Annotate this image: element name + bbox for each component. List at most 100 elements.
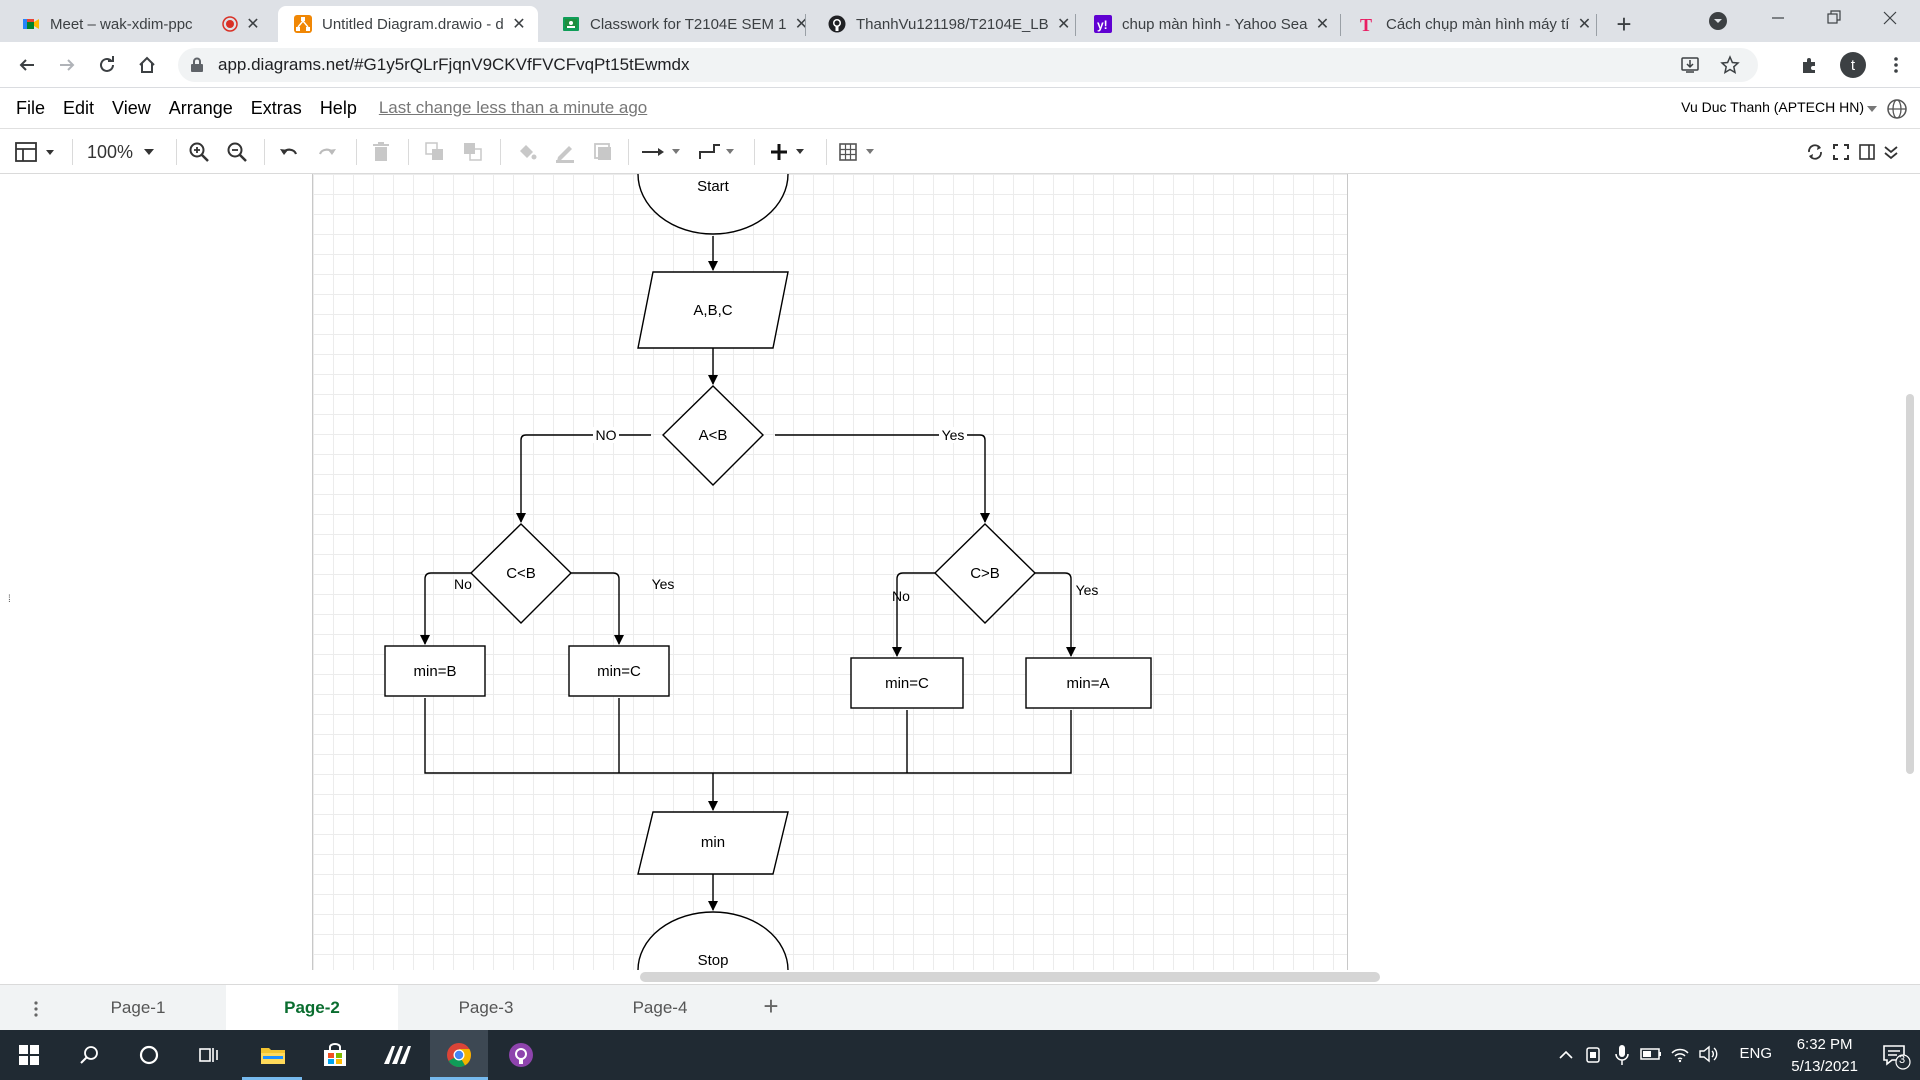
minimize-icon[interactable]: [1768, 8, 1788, 28]
line-color-button[interactable]: [552, 139, 578, 165]
connector[interactable]: [571, 572, 624, 645]
page-tab-2[interactable]: Page-2: [226, 985, 398, 1031]
zoom-dropdown[interactable]: 100%: [84, 139, 160, 165]
back-button[interactable]: [12, 50, 42, 80]
search-button[interactable]: [60, 1030, 118, 1080]
format-panel-toggle[interactable]: [1856, 139, 1878, 165]
waypoints-button[interactable]: [696, 139, 740, 165]
splitter-handle[interactable]: ⁞: [8, 594, 11, 605]
connector[interactable]: [1033, 572, 1076, 657]
tab-github[interactable]: ThanhVu121198/T2104E_LB ✕: [812, 6, 1074, 42]
tab-yahoo[interactable]: y! chup màn hình - Yahoo Sea ✕: [1078, 6, 1338, 42]
taskbar-github-desktop[interactable]: [492, 1030, 550, 1080]
fullscreen-button[interactable]: [1830, 139, 1852, 165]
connector[interactable]: [420, 572, 471, 645]
last-change-link[interactable]: Last change less than a minute ago: [378, 98, 648, 117]
menu-view[interactable]: View: [112, 97, 151, 118]
decision-a-less-b[interactable]: [662, 385, 764, 486]
extensions-puzzle-icon[interactable]: [1800, 55, 1820, 75]
zoom-out-button[interactable]: [224, 139, 250, 165]
collapse-toolbar-button[interactable]: [1880, 139, 1902, 165]
tab-search-icon[interactable]: [1708, 11, 1728, 31]
device-icon[interactable]: [1584, 1045, 1602, 1065]
decision-c-greater-b[interactable]: [934, 523, 1036, 624]
menu-file[interactable]: File: [16, 97, 46, 118]
forward-button[interactable]: [52, 50, 82, 80]
close-tab-icon[interactable]: ✕: [246, 16, 260, 33]
format-panel-button[interactable]: [14, 139, 60, 165]
input-parallelogram[interactable]: [637, 271, 789, 349]
diagram-canvas[interactable]: ⁞: [0, 173, 1920, 984]
taskbar-app-m[interactable]: [368, 1030, 426, 1080]
close-tab-icon[interactable]: ✕: [512, 16, 526, 33]
page-tab-1[interactable]: Page-1: [110, 998, 166, 1017]
stop-terminal[interactable]: [637, 911, 789, 971]
chevron-up-icon[interactable]: [1558, 1047, 1574, 1063]
add-page-button[interactable]: +: [763, 990, 779, 1021]
redo-button[interactable]: [314, 139, 340, 165]
undo-button[interactable]: [276, 139, 302, 165]
connection-style-button[interactable]: [640, 139, 684, 165]
sync-button[interactable]: [1804, 139, 1826, 165]
omnibox[interactable]: app.diagrams.net/#G1y5rQLrFjqnV9CKVfFVCF…: [178, 48, 1758, 82]
tab-google-meet[interactable]: Meet – wak-xdim-ppc ✕: [6, 6, 272, 42]
restore-icon[interactable]: [1824, 8, 1844, 28]
taskbar-chrome[interactable]: [430, 1030, 488, 1080]
menu-edit[interactable]: Edit: [63, 97, 95, 118]
connector[interactable]: [424, 698, 1072, 774]
output-parallelogram[interactable]: [637, 811, 789, 875]
tab-screenshot-guide[interactable]: T Cách chụp màn hình máy tí ✕: [1342, 6, 1600, 42]
to-back-button[interactable]: [460, 139, 486, 165]
diagram-page[interactable]: Start A,B,C A<B NO Yes C<B No Yes C>B No…: [312, 173, 1349, 971]
fill-color-button[interactable]: [514, 139, 540, 165]
taskbar-file-explorer[interactable]: [244, 1030, 302, 1080]
browser-menu-icon[interactable]: [1886, 55, 1906, 75]
horizontal-scrollbar[interactable]: [640, 972, 1380, 982]
battery-icon[interactable]: [1640, 1047, 1662, 1061]
menu-help[interactable]: Help: [319, 97, 357, 118]
page-tab-3[interactable]: Page-3: [458, 998, 514, 1017]
user-account-label[interactable]: Vu Duc Thanh (APTECH HN): [1681, 99, 1864, 115]
process-min-c-left[interactable]: [568, 645, 670, 697]
volume-icon[interactable]: [1698, 1044, 1720, 1064]
flowchart[interactable]: Start A,B,C A<B NO Yes C<B No Yes C>B No…: [313, 173, 1349, 971]
cortana-button[interactable]: [120, 1030, 178, 1080]
close-tab-icon[interactable]: ✕: [794, 16, 809, 33]
input-language[interactable]: ENG: [1739, 1045, 1772, 1062]
to-front-button[interactable]: [422, 139, 448, 165]
close-tab-icon[interactable]: ✕: [1577, 16, 1592, 33]
page-tab-4[interactable]: Page-4: [632, 998, 688, 1017]
insert-button[interactable]: [768, 139, 814, 165]
zoom-in-button[interactable]: [186, 139, 212, 165]
tab-classroom[interactable]: Classwork for T2104E SEM 1 ✕: [546, 6, 808, 42]
menu-arrange[interactable]: Arrange: [168, 97, 233, 118]
task-view-button[interactable]: [180, 1030, 238, 1080]
home-button[interactable]: [132, 50, 162, 80]
menu-extras[interactable]: Extras: [250, 97, 302, 118]
delete-button[interactable]: [368, 139, 394, 165]
connector[interactable]: [516, 434, 651, 523]
process-min-b[interactable]: [384, 645, 486, 697]
start-button[interactable]: [0, 1030, 58, 1080]
table-button[interactable]: [838, 139, 884, 165]
microphone-icon[interactable]: [1614, 1043, 1630, 1067]
window-close-icon[interactable]: [1880, 8, 1900, 28]
close-tab-icon[interactable]: ✕: [1315, 16, 1330, 33]
connector[interactable]: [892, 572, 937, 657]
install-app-icon[interactable]: [1680, 55, 1700, 75]
profile-avatar[interactable]: t: [1840, 52, 1866, 78]
process-min-a[interactable]: [1025, 657, 1152, 709]
taskbar-store[interactable]: [306, 1030, 364, 1080]
pages-menu-icon[interactable]: [26, 999, 46, 1019]
new-tab-button[interactable]: +: [1616, 8, 1632, 39]
notifications-button[interactable]: 3: [1880, 1040, 1911, 1070]
language-globe-icon[interactable]: [1886, 98, 1908, 120]
system-clock[interactable]: 6:32 PM 5/13/2021: [1791, 1034, 1858, 1078]
wifi-icon[interactable]: [1670, 1044, 1690, 1064]
reload-button[interactable]: [92, 50, 122, 80]
vertical-scrollbar[interactable]: [1906, 394, 1914, 774]
process-min-c-right[interactable]: [850, 657, 964, 709]
shadow-button[interactable]: [590, 139, 616, 165]
tab-drawio[interactable]: Untitled Diagram.drawio - d ✕: [278, 6, 538, 42]
close-tab-icon[interactable]: ✕: [1056, 16, 1071, 33]
